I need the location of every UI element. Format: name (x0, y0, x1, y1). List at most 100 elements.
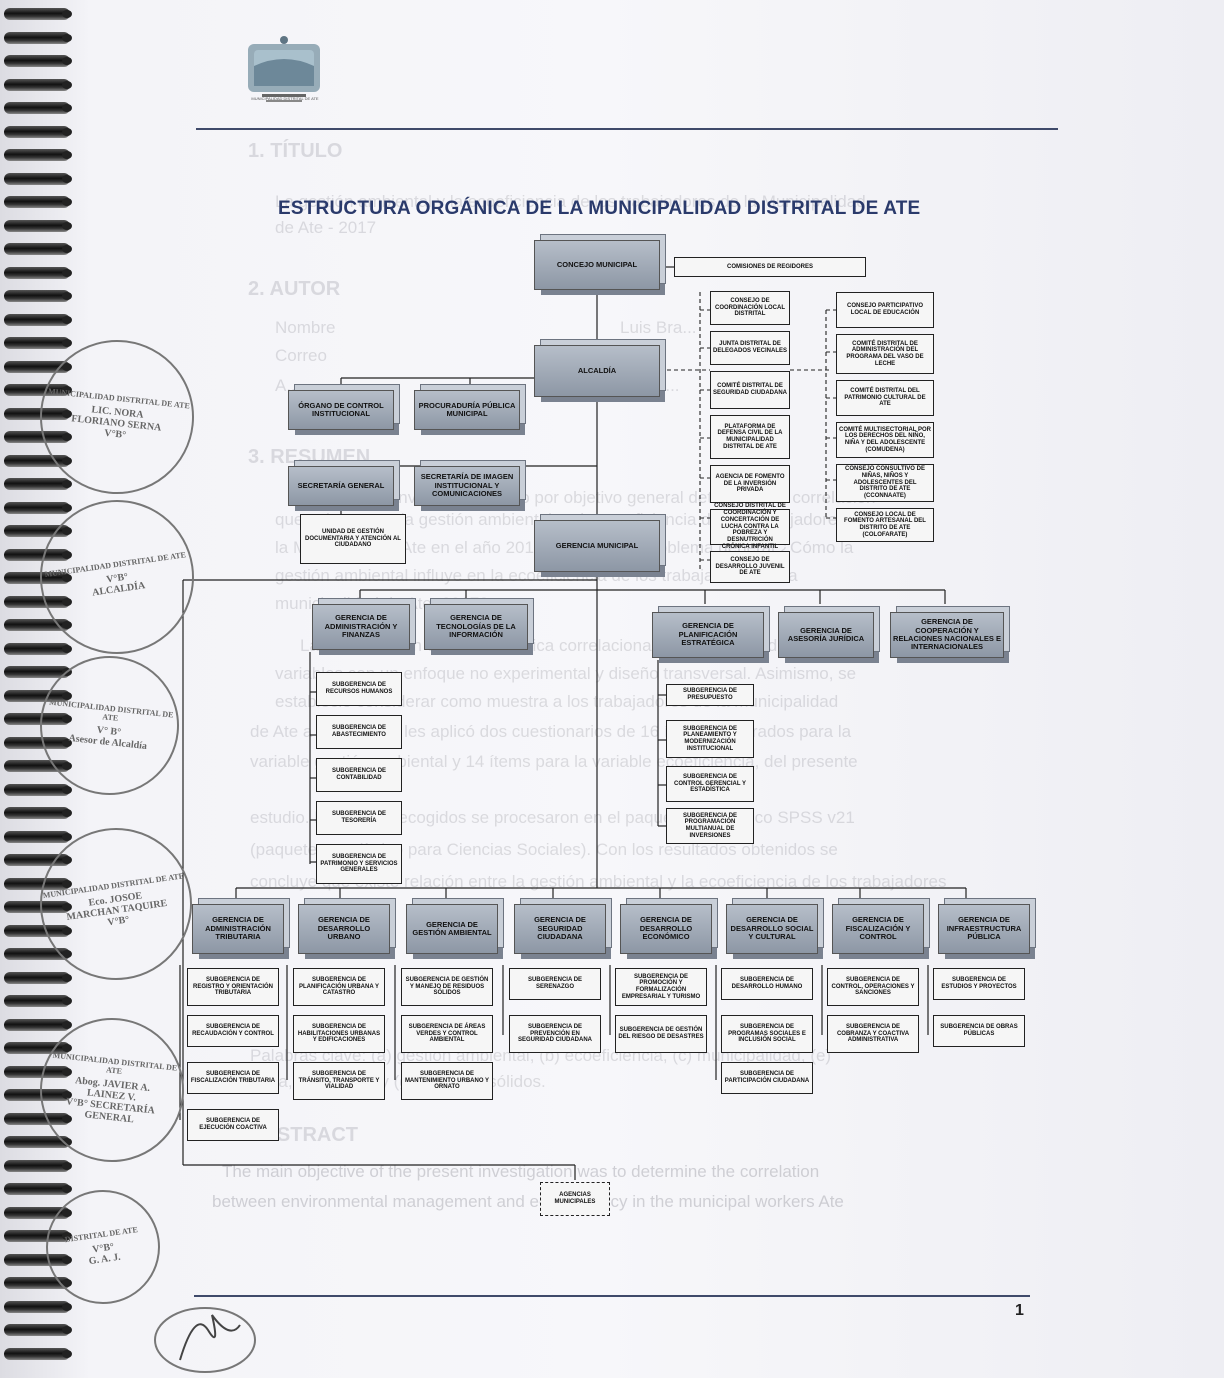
spiral-coil (4, 1112, 70, 1125)
bg-abstract-line1: The main objective of the present invest… (222, 1162, 820, 1181)
spiral-coil (4, 948, 70, 960)
binding-hole (62, 879, 72, 888)
binding-hole (62, 1208, 72, 1217)
unidad-gestion-box: UNIDAD DE GESTIÓN DOCUMENTARIA Y ATENCIÓ… (300, 514, 406, 564)
line-subgerencia-box: SUBGERENCIA DE CONTROL, OPERACIONES Y SA… (827, 968, 919, 1006)
spiral-coil (4, 1206, 70, 1219)
spiral-coil (4, 266, 70, 279)
admin-subgerencia-box: SUBGERENCIA DE PATRIMONIO Y SERVICIOS GE… (316, 844, 402, 884)
admin-subgerencia-box: SUBGERENCIA DE ABASTECIMIENTO (316, 715, 402, 749)
spiral-coil (4, 478, 70, 490)
bg-author-name-value: Luis Bra... (620, 318, 697, 337)
spiral-coil (4, 337, 70, 349)
header-rule (196, 128, 1058, 130)
spiral-coil (4, 360, 70, 373)
footer-rule (194, 1295, 1030, 1297)
gerencia-tecnologias-box: GERENCIA DE TECNOLOGÍAS DE LA INFORMACIÓ… (424, 604, 528, 650)
binding-hole (62, 715, 72, 723)
binding-hole (62, 245, 72, 253)
spiral-coil (4, 1300, 70, 1313)
spiral-coil (4, 149, 70, 161)
planificacion-subgerencia-box: SUBGERENCIA DE CONTROL GERENCIAL Y ESTAD… (666, 766, 754, 802)
organo-control-box: ÓRGANO DE CONTROL INSTITUCIONAL (288, 390, 394, 430)
alcaldia-box: ALCALDÍA (534, 345, 660, 397)
binding-hole (62, 856, 72, 864)
spiral-coil (4, 595, 70, 608)
spiral-coil (4, 290, 70, 302)
line-subgerencia-box: SUBGERENCIA DE SERENAZGO (509, 968, 601, 1000)
binding-hole (62, 597, 72, 606)
secretaria-imagen-box: SECRETARÍA DE IMAGEN INSTITUCIONAL Y COM… (414, 466, 520, 506)
gerencia-planificacion-box: GERENCIA DE PLANIFICACIÓN ESTRATÉGICA (652, 612, 764, 658)
binding-hole (62, 221, 72, 230)
line-subgerencia-box: SUBGERENCIA DE DESARROLLO HUMANO (721, 968, 813, 1000)
spiral-coil (4, 1089, 70, 1101)
binding-hole (62, 574, 72, 582)
line-subgerencia-box: SUBGERENCIA DE PROGRAMAS SOCIALES E INCL… (721, 1015, 813, 1053)
gerencia-cooperacion-box: GERENCIA DE COOPERACIÓN Y RELACIONES NAC… (890, 612, 1004, 658)
spiral-coil (4, 1018, 70, 1031)
bg-p13: concluye que existe relación entre la ge… (250, 872, 947, 891)
binding-hole (62, 456, 72, 465)
spiral-coil (4, 172, 70, 185)
consejo-right-box: CONSEJO PARTICIPATIVO LOCAL DE EDUCACIÓN (836, 292, 934, 328)
binding-hole (62, 174, 72, 183)
binding-hole (62, 480, 72, 488)
spiral-coil (4, 78, 70, 91)
binding-hole (62, 644, 72, 653)
spiral-binding (0, 0, 80, 1378)
binding-hole (62, 292, 72, 300)
binding-hole (62, 198, 72, 206)
spiral-coil (4, 407, 70, 420)
binding-hole (62, 950, 72, 958)
binding-hole (62, 1232, 72, 1240)
spiral-coil (4, 971, 70, 984)
binding-hole (62, 832, 72, 841)
page-number: 1 (1015, 1302, 1024, 1319)
binding-hole (62, 550, 72, 559)
admin-subgerencia-box: SUBGERENCIA DE TESORERÍA (316, 801, 402, 835)
line-subgerencia-box: SUBGERENCIA DE PLANIFICACIÓN URBANA Y CA… (293, 968, 385, 1006)
spiral-coil (4, 454, 70, 467)
spiral-coil (4, 760, 70, 772)
binding-hole (62, 10, 72, 18)
gerencia-asesoria-box: GERENCIA DE ASESORÍA JURÍDICA (778, 612, 874, 658)
line-subgerencia-box: SUBGERENCIA DE RECAUDACIÓN Y CONTROL (187, 1015, 279, 1047)
spiral-coil (4, 854, 70, 866)
spiral-coil (4, 1159, 70, 1172)
line-subgerencia-box: SUBGERENCIA DE MANTENIMIENTO URBANO Y OR… (401, 1062, 493, 1100)
line-gerencia-box: GERENCIA DE FISCALIZACIÓN Y CONTROL (832, 904, 924, 954)
line-gerencia-box: GERENCIA DE ADMINISTRACIÓN TRIBUTARIA (192, 904, 284, 954)
spiral-coil (4, 501, 70, 514)
bg-author-email-label: Correo (275, 346, 327, 365)
consejo-right-box: CONSEJO CONSULTIVO DE NIÑAS, NIÑOS Y ADO… (836, 464, 934, 502)
spiral-coil (4, 313, 70, 326)
bg-title-line2: de Ate - 2017 (275, 218, 377, 237)
binding-hole (62, 386, 72, 394)
spiral-coil (4, 924, 70, 937)
binding-hole (62, 527, 72, 535)
agencias-municipales-box: AGENCIAS MUNICIPALES (540, 1182, 610, 1216)
line-subgerencia-box: SUBGERENCIA DE GESTIÓN Y MANEJO DE RESID… (401, 968, 493, 1006)
binding-hole (62, 997, 72, 1005)
binding-hole (62, 809, 72, 817)
line-gerencia-box: GERENCIA DE DESARROLLO ECONÓMICO (620, 904, 712, 954)
spiral-coil (4, 1136, 70, 1148)
binding-hole (62, 691, 72, 700)
spiral-coil (4, 31, 70, 44)
binding-hole (62, 57, 72, 65)
binding-hole (62, 738, 72, 747)
binding-hole (62, 668, 72, 676)
consejo-left-box: JUNTA DISTRITAL DE DELEGADOS VECINALES (710, 331, 790, 365)
binding-hole (62, 1302, 72, 1311)
bg-abstract-line2: between environmental management and eco… (212, 1192, 844, 1211)
line-subgerencia-box: SUBGERENCIA DE ESTUDIOS Y PROYECTOS (933, 968, 1025, 1000)
binding-hole (62, 1114, 72, 1123)
line-subgerencia-box: SUBGERENCIA DE OBRAS PÚBLICAS (933, 1015, 1025, 1047)
spiral-coil (4, 713, 70, 725)
spiral-coil (4, 102, 70, 114)
consejo-right-box: CONSEJO LOCAL DE FOMENTO ARTESANAL DEL D… (836, 508, 934, 542)
page-title: ESTRUCTURA ORGÁNICA DE LA MUNICIPALIDAD … (278, 198, 921, 219)
consejo-left-box: AGENCIA DE FOMENTO DE LA INVERSIÓN PRIVA… (710, 465, 790, 503)
